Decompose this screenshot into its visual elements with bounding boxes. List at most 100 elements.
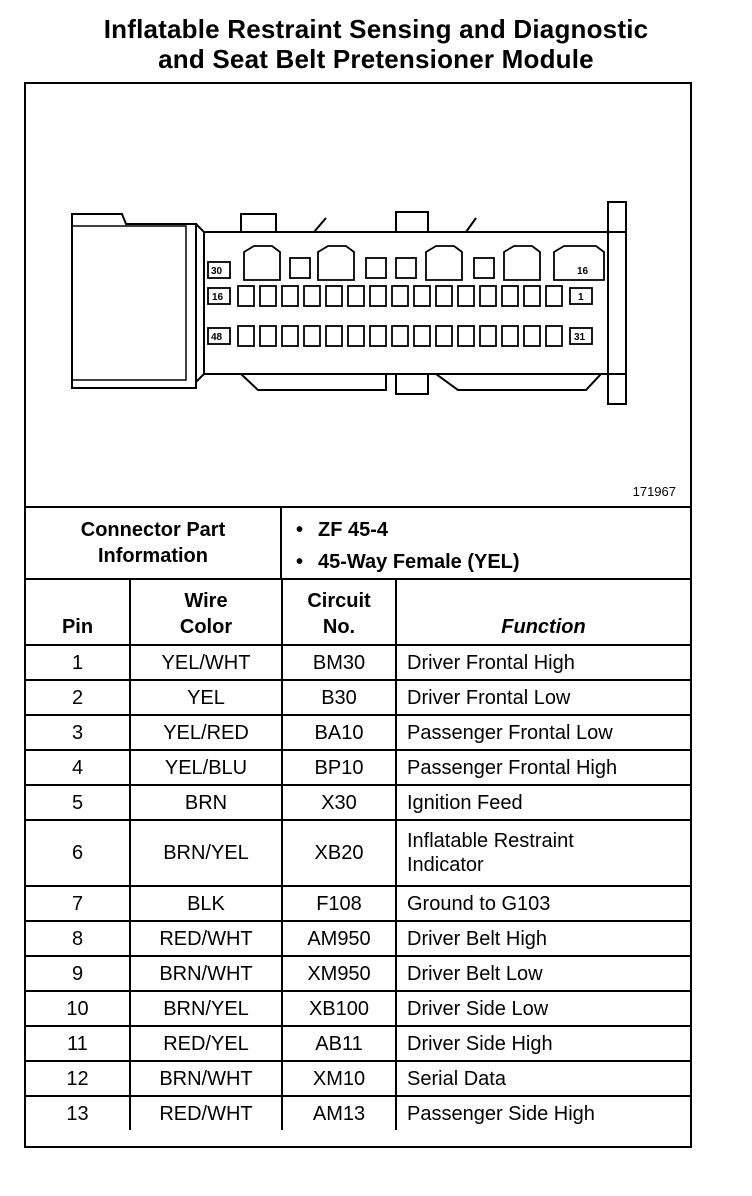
pin-label-16-top: 16 <box>577 266 589 277</box>
table-row: 6 BRN/YEL XB20 Inflatable Restraint Indi… <box>26 819 690 887</box>
connector-info: Connector Part Information ZF 45-4 45-Wa… <box>26 508 690 580</box>
cavity-row-middle <box>207 285 593 307</box>
cell-wire-color: RED/YEL <box>129 1025 283 1062</box>
cell-pin: 7 <box>26 885 131 922</box>
cell-function: Driver Belt Low <box>395 955 690 992</box>
pin-label-30: 30 <box>211 266 223 277</box>
cell-circuit: F108 <box>281 885 397 922</box>
table-row: 5 BRN X30 Ignition Feed <box>26 784 690 821</box>
cell-pin: 8 <box>26 920 131 957</box>
cell-circuit: XB100 <box>281 990 397 1027</box>
cell-function-line-2: Indicator <box>407 854 484 876</box>
cell-wire-color: YEL/WHT <box>129 644 283 681</box>
table-row: 2 YEL B30 Driver Frontal Low <box>26 679 690 716</box>
cell-function: Serial Data <box>395 1060 690 1097</box>
table-row: 11 RED/YEL AB11 Driver Side High <box>26 1025 690 1062</box>
cell-function: Driver Frontal Low <box>395 679 690 716</box>
cell-function: Passenger Frontal Low <box>395 714 690 751</box>
cell-function: Ground to G103 <box>395 885 690 922</box>
cell-pin: 1 <box>26 644 131 681</box>
cell-function: Driver Side High <box>395 1025 690 1062</box>
cell-circuit: AM950 <box>281 920 397 957</box>
figure-id: 171967 <box>632 484 676 499</box>
cell-wire-color: BLK <box>129 885 283 922</box>
cell-function: Driver Belt High <box>395 920 690 957</box>
title-line-1: Inflatable Restraint Sensing and Diagnos… <box>103 14 649 44</box>
table-row: 3 YEL/RED BA10 Passenger Frontal Low <box>26 714 690 751</box>
connector-top-tabs <box>240 211 477 233</box>
connector-bottom-tabs <box>240 373 602 395</box>
cell-wire-color: BRN/WHT <box>129 1060 283 1097</box>
cell-pin: 10 <box>26 990 131 1027</box>
connector-info-list: ZF 45-4 45-Way Female (YEL) <box>296 514 520 578</box>
connector-shroud-left-inner <box>72 225 187 381</box>
cell-circuit: BM30 <box>281 644 397 681</box>
connector-sheet: 30 16 16 1 48 31 171967 Connector Part I… <box>24 82 692 1148</box>
connector-flange-lines <box>608 231 626 375</box>
connector-shroud-left <box>71 213 197 389</box>
cell-pin: 11 <box>26 1025 131 1062</box>
cell-function: Passenger Frontal High <box>395 749 690 786</box>
cell-function: Driver Side Low <box>395 990 690 1027</box>
connector-info-description: 45-Way Female (YEL) <box>296 546 520 578</box>
cell-circuit: XM950 <box>281 955 397 992</box>
cell-function: Driver Frontal High <box>395 644 690 681</box>
cell-pin: 9 <box>26 955 131 992</box>
cell-pin: 6 <box>26 819 131 887</box>
table-row: 13 RED/WHT AM13 Passenger Side High <box>26 1095 690 1130</box>
cell-wire-color: BRN <box>129 784 283 821</box>
connector-diagram: 30 16 16 1 48 31 171967 <box>26 84 690 508</box>
connector-info-part-number: ZF 45-4 <box>296 514 520 546</box>
cell-circuit: XB20 <box>281 819 397 887</box>
cavity-row-bottom <box>207 325 593 347</box>
header-pin: Pin <box>26 578 131 646</box>
cell-wire-color: YEL/BLU <box>129 749 283 786</box>
cell-circuit: AM13 <box>281 1095 397 1130</box>
cell-circuit: XM10 <box>281 1060 397 1097</box>
cell-pin: 2 <box>26 679 131 716</box>
cell-wire-color: BRN/YEL <box>129 819 283 887</box>
connector-info-label-line-2: Information <box>98 545 208 567</box>
table-row: 9 BRN/WHT XM950 Driver Belt Low <box>26 955 690 992</box>
header-function: Function <box>395 578 690 646</box>
table-row: 12 BRN/WHT XM10 Serial Data <box>26 1060 690 1097</box>
table-row: 8 RED/WHT AM950 Driver Belt High <box>26 920 690 957</box>
title-line-2: and Seat Belt Pretensioner Module <box>158 44 594 74</box>
cell-pin: 12 <box>26 1060 131 1097</box>
cell-function: Ignition Feed <box>395 784 690 821</box>
connector-flange <box>607 201 627 405</box>
page-title: Inflatable Restraint Sensing and Diagnos… <box>0 14 752 74</box>
connector-info-label: Connector Part Information <box>26 508 282 578</box>
cell-wire-color: YEL <box>129 679 283 716</box>
cavity-row-top <box>207 245 605 281</box>
connector-drawing: 30 16 16 1 48 31 <box>71 201 627 405</box>
cell-circuit: BA10 <box>281 714 397 751</box>
cell-function: Inflatable Restraint Indicator <box>395 819 690 887</box>
pin-label-16-left: 16 <box>212 292 224 303</box>
cell-pin: 3 <box>26 714 131 751</box>
pin-label-31: 31 <box>574 332 586 343</box>
cell-function: Passenger Side High <box>395 1095 690 1130</box>
cell-pin: 4 <box>26 749 131 786</box>
cell-wire-color: BRN/YEL <box>129 990 283 1027</box>
table-row: 4 YEL/BLU BP10 Passenger Frontal High <box>26 749 690 786</box>
cell-circuit: X30 <box>281 784 397 821</box>
cell-wire-color: BRN/WHT <box>129 955 283 992</box>
cell-function-line-1: Inflatable Restraint <box>407 830 574 852</box>
pin-label-48: 48 <box>211 332 223 343</box>
table-row: 1 YEL/WHT BM30 Driver Frontal High <box>26 644 690 681</box>
cell-wire-color: YEL/RED <box>129 714 283 751</box>
cell-pin: 5 <box>26 784 131 821</box>
cell-circuit: AB11 <box>281 1025 397 1062</box>
table-row: 10 BRN/YEL XB100 Driver Side Low <box>26 990 690 1027</box>
table-row: 7 BLK F108 Ground to G103 <box>26 885 690 922</box>
cell-pin: 13 <box>26 1095 131 1130</box>
cell-wire-color: RED/WHT <box>129 1095 283 1130</box>
cell-circuit: B30 <box>281 679 397 716</box>
connector-info-label-line-1: Connector Part <box>80 519 226 541</box>
pin-label-1: 1 <box>578 292 584 303</box>
